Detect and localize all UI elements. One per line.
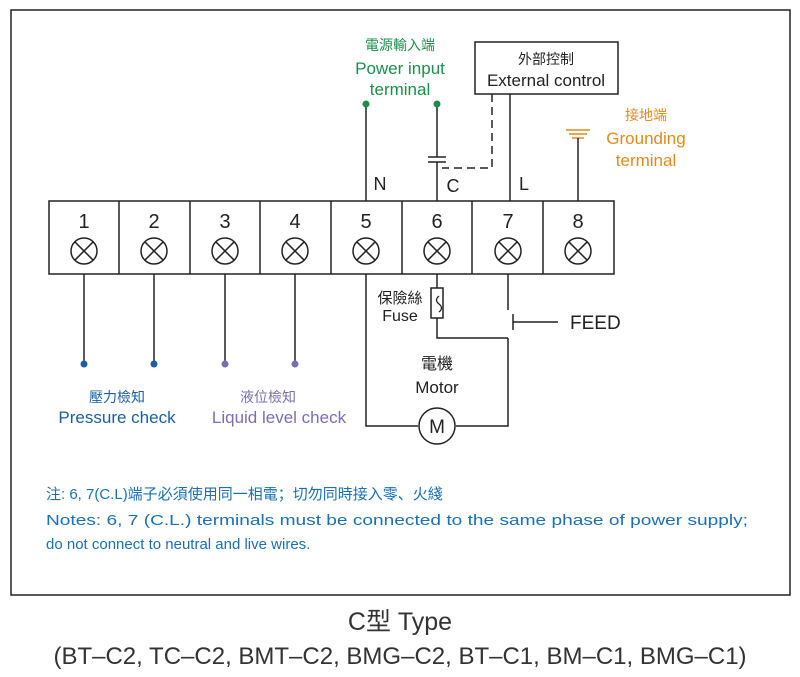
terminal-screw-icon [564, 237, 592, 265]
terminal-screw-icon [211, 237, 239, 265]
notes-en-line-2: do not connect to neutral and live wires… [46, 536, 310, 553]
grounding-label-en-2: terminal [616, 151, 676, 170]
grounding-label-en: Grounding [606, 129, 685, 148]
wire-label-l: L [519, 174, 529, 194]
power-input-label-en: Power input [355, 59, 445, 78]
grounding-label: 接地端 Grounding terminal [606, 107, 685, 170]
pressure-sensor-dot [150, 360, 158, 368]
notes-zh: 注: 6, 7(C.L)端子必須使用同一相電；切勿同時接入零、火綫 [46, 486, 443, 503]
fuse-wire-bottom [436, 318, 508, 339]
power-input-label-zh: 電源輸入端 [365, 37, 435, 53]
motor-wire-left [365, 274, 418, 427]
liquid-sensor-dot [221, 360, 229, 368]
terminal-number-6: 6 [431, 211, 442, 233]
wire-label-n: N [374, 174, 387, 194]
terminal-number-8: 8 [572, 211, 583, 233]
pressure-sensor-dot [80, 360, 88, 368]
external-control-box: 外部控制 External control [474, 41, 619, 95]
motor-label-en: Motor [415, 378, 459, 397]
terminal-number-5: 5 [360, 211, 371, 233]
motor-label-zh: 電機 [421, 355, 453, 373]
power-input-label-en-2: terminal [370, 80, 430, 99]
wiring [83, 94, 579, 427]
motor-symbol-icon: M [418, 407, 456, 445]
grounding-label-zh: 接地端 [625, 107, 667, 123]
fuse-element-icon [435, 295, 443, 313]
power-terminal-dot-n [362, 100, 370, 108]
fuse-label-en: Fuse [382, 308, 418, 325]
liquid-sensor-dot [291, 360, 299, 368]
motor-wire-right [456, 338, 509, 427]
terminal-number-2: 2 [148, 211, 159, 233]
terminal-screw-icon [281, 237, 309, 265]
terminal-number-3: 3 [219, 211, 230, 233]
caption-models: (BT–C2, TC–C2, BMT–C2, BMG–C2, BT–C1, BM… [53, 643, 747, 670]
external-control-label-zh: 外部控制 [518, 51, 574, 67]
notes: 注: 6, 7(C.L)端子必須使用同一相電；切勿同時接入零、火綫 Notes:… [46, 486, 748, 553]
liquid-check-label-en: Liquid level check [212, 408, 347, 427]
pressure-check-label-en: Pressure check [58, 408, 176, 427]
diagram-frame [10, 9, 791, 596]
terminal-number-4: 4 [289, 211, 300, 233]
external-control-dashed-link [442, 94, 493, 169]
notes-en-line-1: Notes: 6, 7 (C.L.) terminals must be con… [46, 512, 748, 529]
wire-label-c: C [447, 176, 460, 196]
terminal-number-1: 1 [78, 211, 89, 233]
terminal-screw-icon [494, 237, 522, 265]
terminal-screw-icon [352, 237, 380, 265]
terminal-block: 1 2 3 4 5 6 7 8 [48, 200, 615, 275]
external-control-label-en: External control [487, 71, 605, 90]
liquid-check-label-zh: 液位檢知 [240, 389, 296, 405]
power-terminal-dot-c [433, 100, 441, 108]
feed-label: FEED [570, 313, 621, 334]
caption-type: C型 Type [347, 608, 453, 636]
motor-symbol-letter: M [429, 417, 445, 438]
terminal-screw-icon [140, 237, 168, 265]
ground-symbol-icon [566, 129, 590, 139]
terminal-screw-icon [423, 237, 451, 265]
power-input-label: 電源輸入端 Power input terminal [355, 37, 445, 99]
fuse-label-zh: 保險絲 [377, 290, 422, 307]
pressure-check-label-zh: 壓力檢知 [89, 389, 145, 405]
terminal-number-7: 7 [502, 211, 513, 233]
terminal-screw-icon [70, 237, 98, 265]
fuse-symbol-icon [430, 287, 444, 319]
